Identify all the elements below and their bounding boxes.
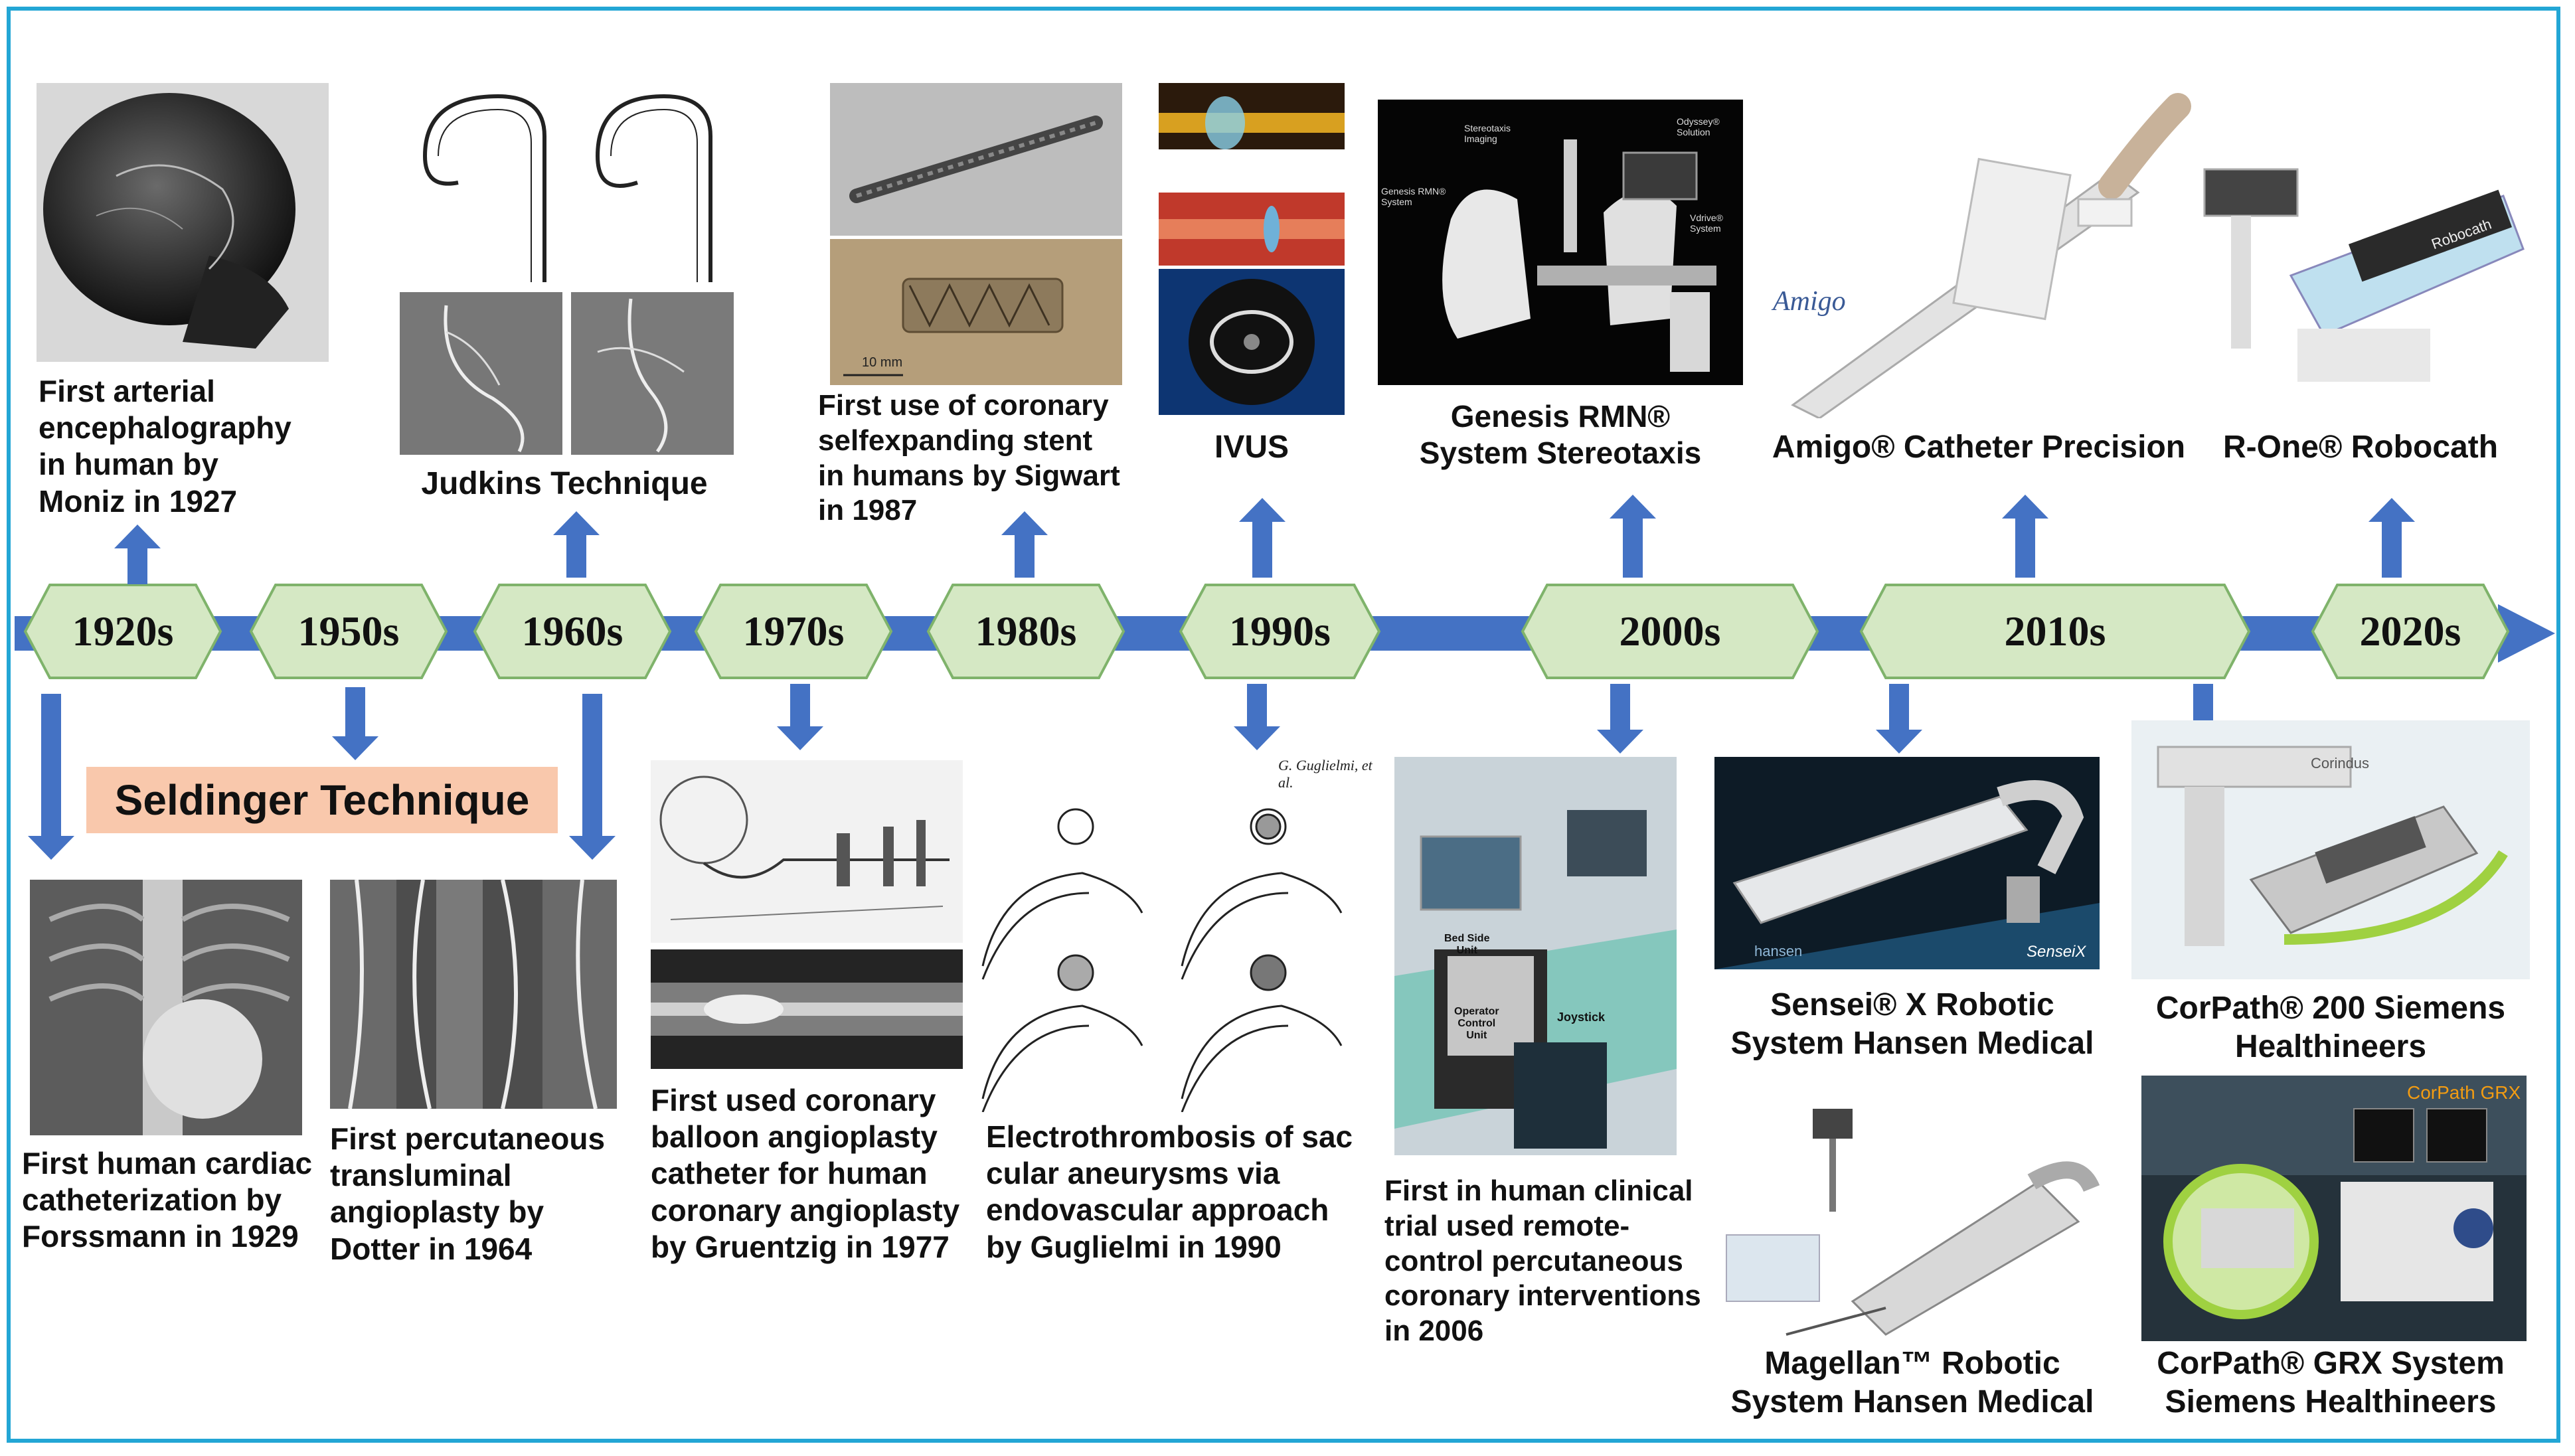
judkins-catheter-drawing: [398, 83, 730, 282]
corindus-logo: Corindus: [2311, 755, 2370, 771]
arrow-up-icon: [1239, 498, 1286, 578]
arrow-down-icon: [1234, 684, 1280, 750]
arrow-up-icon: [553, 511, 600, 578]
ivus-catheter-render-top: [1159, 83, 1345, 163]
decade-label: 2000s: [1619, 607, 1721, 655]
balloon-angioplasty-photo: [651, 949, 963, 1069]
decade-label: 1960s: [521, 607, 623, 655]
ivus-vessel-render: [1159, 193, 1345, 266]
seldinger-technique-label: Seldinger Technique: [86, 767, 558, 833]
decade-label: 2020s: [2359, 607, 2461, 655]
caption-moniz: First arterial encephalography in human …: [39, 374, 291, 519]
corpath-200-robot-image: Corindus: [2131, 720, 2530, 979]
decade-label: 1970s: [742, 607, 845, 655]
decade-1950s: 1950s: [249, 583, 448, 680]
arrow-up-icon: [2002, 495, 2048, 578]
decade-1960s: 1960s: [473, 583, 672, 680]
sensei-logo: SenseiX: [2027, 943, 2086, 961]
amigo-catheter-system-image: Amigo: [1766, 93, 2191, 418]
decade-label: 1920s: [72, 607, 174, 655]
arrow-down-icon: [332, 687, 378, 760]
dotter-angiogram-image: [330, 880, 617, 1109]
caption-ivus: IVUS: [1214, 430, 1289, 465]
robocath-system-image: Robocath: [2191, 156, 2530, 395]
caption-gruentzig: First used coronary balloon angioplasty …: [651, 1083, 960, 1264]
magellan-robot-image: [1720, 1102, 2105, 1341]
caption-remote: First in human clinical trial used remot…: [1384, 1174, 1701, 1348]
guglielmi-coil-illustration: G. Guglielmi, et al.: [976, 754, 1374, 1112]
stent-photo-top: [830, 83, 1122, 236]
caption-judkins: Judkins Technique: [421, 466, 708, 501]
arrow-up-icon: [1001, 511, 1048, 578]
decade-label: 1990s: [1229, 607, 1331, 655]
bedside-unit-label: Bed Side Unit: [1444, 933, 1490, 956]
arrow-up-icon: [114, 525, 161, 584]
joystick-label: Joystick: [1557, 1011, 1606, 1024]
caption-sigwart: First use of coronary selfexpanding sten…: [818, 389, 1120, 527]
corpath-grx-logo: CorPath GRX: [2407, 1082, 2521, 1103]
arrow-down-icon: [777, 684, 823, 750]
ivus-ultrasound-image: [1159, 269, 1345, 415]
chest-xray-image: [30, 880, 302, 1135]
decade-2000s: 2000s: [1521, 583, 1819, 680]
amigo-logo: Amigo: [1773, 286, 1846, 317]
sensei-x-robot-image: hansen SenseiX: [1714, 757, 2100, 969]
genesis-label-odyssey: Odyssey® Solution: [1677, 116, 1720, 137]
remote-control-cathlab-photo: Bed Side Unit Operator Control Unit Joys…: [1394, 757, 1677, 1155]
decade-2010s: 2010s: [1859, 583, 2251, 680]
caption-magellan: Magellan™ Robotic System Hansen Medical: [1730, 1346, 2094, 1419]
decade-1990s: 1990s: [1179, 583, 1381, 680]
caption-amigo: Amigo® Catheter Precision: [1772, 430, 2186, 465]
caption-dotter: First percutaneous transluminal angiopla…: [330, 1121, 606, 1266]
caption-sensei: Sensei® X Robotic System Hansen Medical: [1730, 987, 2094, 1061]
arrow-down-icon: [569, 694, 616, 860]
hansen-logo: hansen: [1754, 943, 1803, 959]
genesis-label-imaging: Stereotaxis Imaging: [1464, 123, 1511, 144]
decade-1920s: 1920s: [23, 583, 222, 680]
stent-photo-bottom: 10 mm: [830, 239, 1122, 385]
decade-label: 1980s: [975, 607, 1077, 655]
figure-frame: [7, 7, 2560, 1443]
caption-robocath: R-One® Robocath: [2222, 430, 2499, 465]
judkins-angiogram-left: [400, 292, 562, 455]
genesis-label-rmn: Genesis RMN® System: [1381, 186, 1446, 207]
guglielmi-credit: G. Guglielmi, et al.: [1278, 757, 1372, 791]
caption-guglielmi: Electrothrombosis of sac cular aneurysms…: [986, 1119, 1353, 1264]
arrow-up-icon: [1610, 495, 1656, 578]
arrow-up-icon: [2368, 498, 2415, 578]
caption-forssmann: First human cardiac catheterization by F…: [22, 1146, 313, 1254]
caption-corpath200: CorPath® 200 Siemens Healthineers: [2155, 991, 2506, 1064]
skull-xray-image: [37, 83, 329, 362]
caption-genesis: Genesis RMN® System Stereotaxis: [1419, 399, 1702, 471]
judkins-angiogram-right: [571, 292, 734, 455]
arrow-down-icon: [1876, 684, 1922, 754]
decade-1980s: 1980s: [926, 583, 1125, 680]
balloon-catheter-diagram: [651, 760, 963, 943]
decade-1970s: 1970s: [694, 583, 893, 680]
decade-label: 2010s: [2004, 607, 2106, 655]
genesis-label-vdrive: Vdrive® System: [1690, 212, 1723, 234]
operator-control-unit-label: Operator Control Unit: [1454, 1006, 1499, 1041]
arrow-down-icon: [28, 694, 74, 860]
genesis-rmn-system-image: Stereotaxis Imaging Odyssey® Solution Ge…: [1378, 100, 1743, 385]
decade-2020s: 2020s: [2311, 583, 2510, 680]
arrow-down-icon: [1597, 684, 1643, 754]
stent-scale-label: 10 mm: [862, 355, 903, 370]
decade-label: 1950s: [297, 607, 400, 655]
corpath-grx-system-image: CorPath GRX: [2141, 1076, 2527, 1341]
caption-corpathgrx: CorPath® GRX System Siemens Healthineers: [2157, 1346, 2505, 1419]
